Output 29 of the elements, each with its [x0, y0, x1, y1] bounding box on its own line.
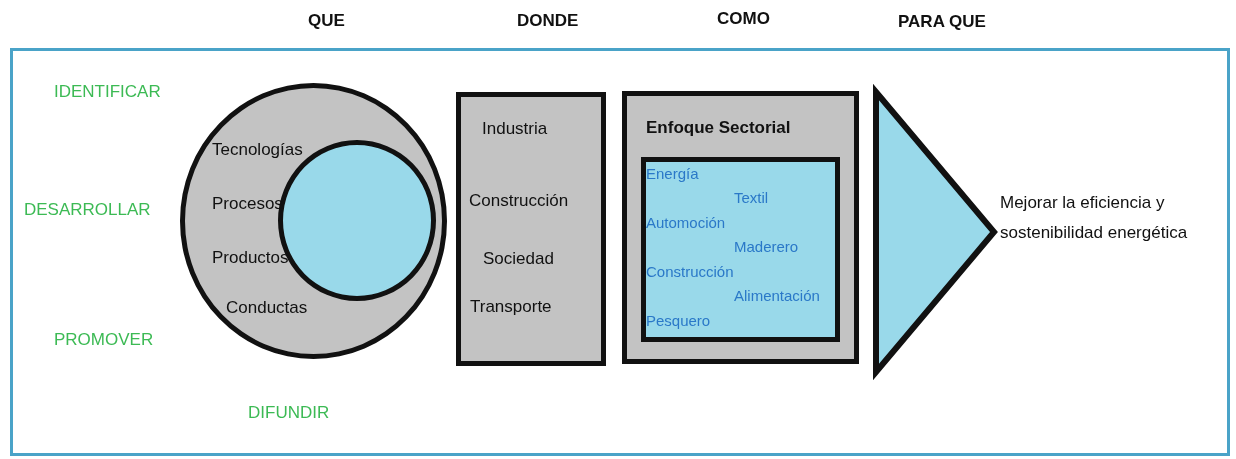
sector-box — [641, 157, 840, 342]
node-text: Conductas — [226, 298, 308, 318]
node-text: Maderero — [734, 238, 799, 255]
action-label: IDENTIFICAR — [54, 82, 161, 102]
node-text: Textil — [734, 189, 769, 206]
node-text: Industria — [482, 119, 548, 139]
node-text: Procesos — [212, 194, 283, 214]
goal-text: Mejorar la eficiencia y sostenibilidad energética — [1000, 192, 1189, 244]
column-heading: DONDE — [517, 11, 579, 31]
node-text: Energía — [646, 165, 699, 182]
node-text: Sociedad — [483, 249, 554, 269]
column-heading: COMO — [717, 9, 770, 29]
box-heading: Enfoque Sectorial — [646, 118, 791, 138]
node-text: Construcción — [469, 191, 569, 211]
action-label: DIFUNDIR — [248, 403, 330, 423]
node-text: Pesquero — [646, 312, 711, 329]
category-box — [456, 92, 606, 366]
node-text: Transporte — [470, 297, 552, 317]
node-text: Alimentación — [734, 287, 820, 304]
node-text: Automoción — [646, 214, 726, 231]
frame-box — [10, 48, 1230, 456]
category-box — [622, 91, 859, 364]
column-heading: QUE — [308, 11, 345, 31]
node-text: Construcción — [646, 263, 734, 280]
action-label: DESARROLLAR — [24, 200, 151, 220]
action-label: PROMOVER — [54, 330, 154, 350]
node-text: Tecnologías — [212, 140, 303, 160]
column-heading: PARA QUE — [898, 12, 986, 32]
node-text: Productos — [212, 248, 289, 268]
